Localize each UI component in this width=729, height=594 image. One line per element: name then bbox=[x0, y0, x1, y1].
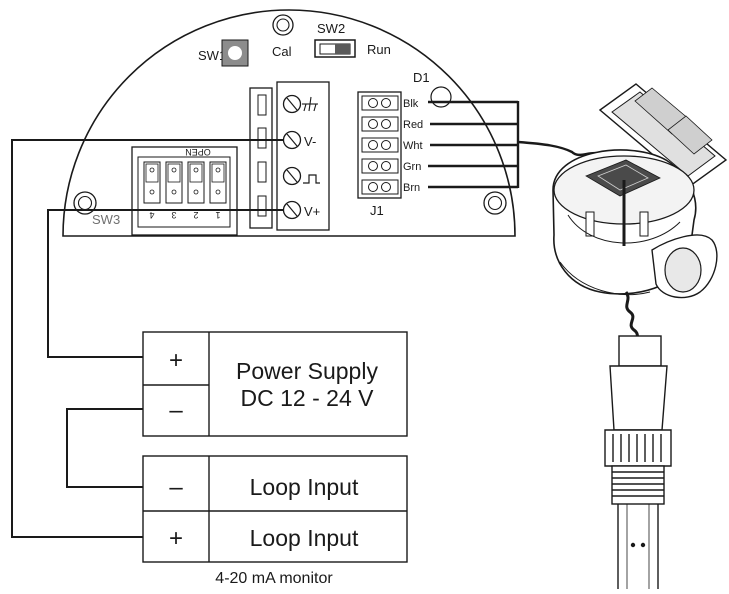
dip-toggle-3[interactable] bbox=[165, 161, 183, 204]
terminal-label-v-plus: V+ bbox=[304, 204, 320, 219]
j1-label: J1 bbox=[370, 203, 384, 218]
power-supply-minus: – bbox=[169, 397, 183, 424]
sw2-cal-label: Cal bbox=[272, 44, 292, 59]
terminal-label-v-minus: V- bbox=[304, 134, 316, 149]
mounting-hole-top bbox=[272, 14, 294, 36]
dip-number-1: 1 bbox=[215, 210, 220, 220]
pulse-icon bbox=[303, 174, 320, 184]
j1-wire-bundle bbox=[428, 100, 626, 189]
mounting-hole-right bbox=[483, 191, 507, 215]
terminal-screw-ground[interactable] bbox=[282, 94, 302, 114]
dip-number-4: 4 bbox=[149, 210, 154, 220]
monitor-caption: 4-20 mA monitor bbox=[215, 570, 333, 587]
monitor-box bbox=[142, 455, 408, 563]
dip-toggle-1[interactable] bbox=[209, 161, 227, 204]
sw2-label: SW2 bbox=[317, 21, 345, 36]
j1-wire-label-red: Red bbox=[403, 119, 423, 131]
dip-toggle-4[interactable] bbox=[143, 161, 161, 204]
power-supply-title: Power Supply bbox=[236, 358, 378, 384]
ground-icon bbox=[302, 96, 318, 112]
j1-pin-blk[interactable] bbox=[361, 95, 399, 111]
monitor-loop-input-1: Loop Input bbox=[250, 474, 359, 500]
monitor-plus: + bbox=[169, 525, 183, 552]
sw3-label: SW3 bbox=[92, 212, 120, 227]
j1-pin-red[interactable] bbox=[361, 116, 399, 132]
j1-wire-label-brn: Brn bbox=[403, 182, 420, 194]
sw3-dip-switch[interactable] bbox=[131, 146, 238, 236]
j1-pin-grn[interactable] bbox=[361, 158, 399, 174]
sw2-slide-switch[interactable] bbox=[314, 39, 356, 58]
terminal-screw-pulse[interactable] bbox=[282, 166, 302, 186]
monitor-minus: – bbox=[169, 474, 183, 501]
sw3-open-label: OPEN bbox=[185, 147, 211, 157]
j1-pin-brn[interactable] bbox=[361, 179, 399, 195]
loop-wiring bbox=[11, 139, 284, 538]
sensor-housing-body bbox=[552, 149, 718, 299]
d1-led bbox=[430, 86, 452, 108]
dip-number-2: 2 bbox=[193, 210, 198, 220]
dip-number-3: 3 bbox=[171, 210, 176, 220]
dip-toggle-2[interactable] bbox=[187, 161, 205, 204]
power-supply-box bbox=[142, 331, 408, 437]
j1-wire-label-grn: Grn bbox=[403, 161, 421, 173]
d1-label: D1 bbox=[413, 70, 430, 85]
sw1-button-cap bbox=[228, 46, 242, 60]
sensor-housing-lid bbox=[598, 83, 728, 187]
j1-wire-label-wht: Wht bbox=[403, 140, 423, 152]
j1-pin-wht[interactable] bbox=[361, 137, 399, 153]
sw2-run-label: Run bbox=[367, 42, 391, 57]
terminal-block bbox=[249, 81, 330, 231]
sensor-probe bbox=[604, 335, 672, 589]
j1-wire-label-blk: Blk bbox=[403, 98, 419, 110]
monitor-loop-input-2: Loop Input bbox=[250, 525, 359, 551]
power-supply-plus: + bbox=[169, 347, 183, 374]
sw1-label: SW1 bbox=[198, 48, 226, 63]
j1-connector bbox=[357, 91, 402, 199]
power-supply-voltage: DC 12 - 24 V bbox=[241, 385, 375, 411]
